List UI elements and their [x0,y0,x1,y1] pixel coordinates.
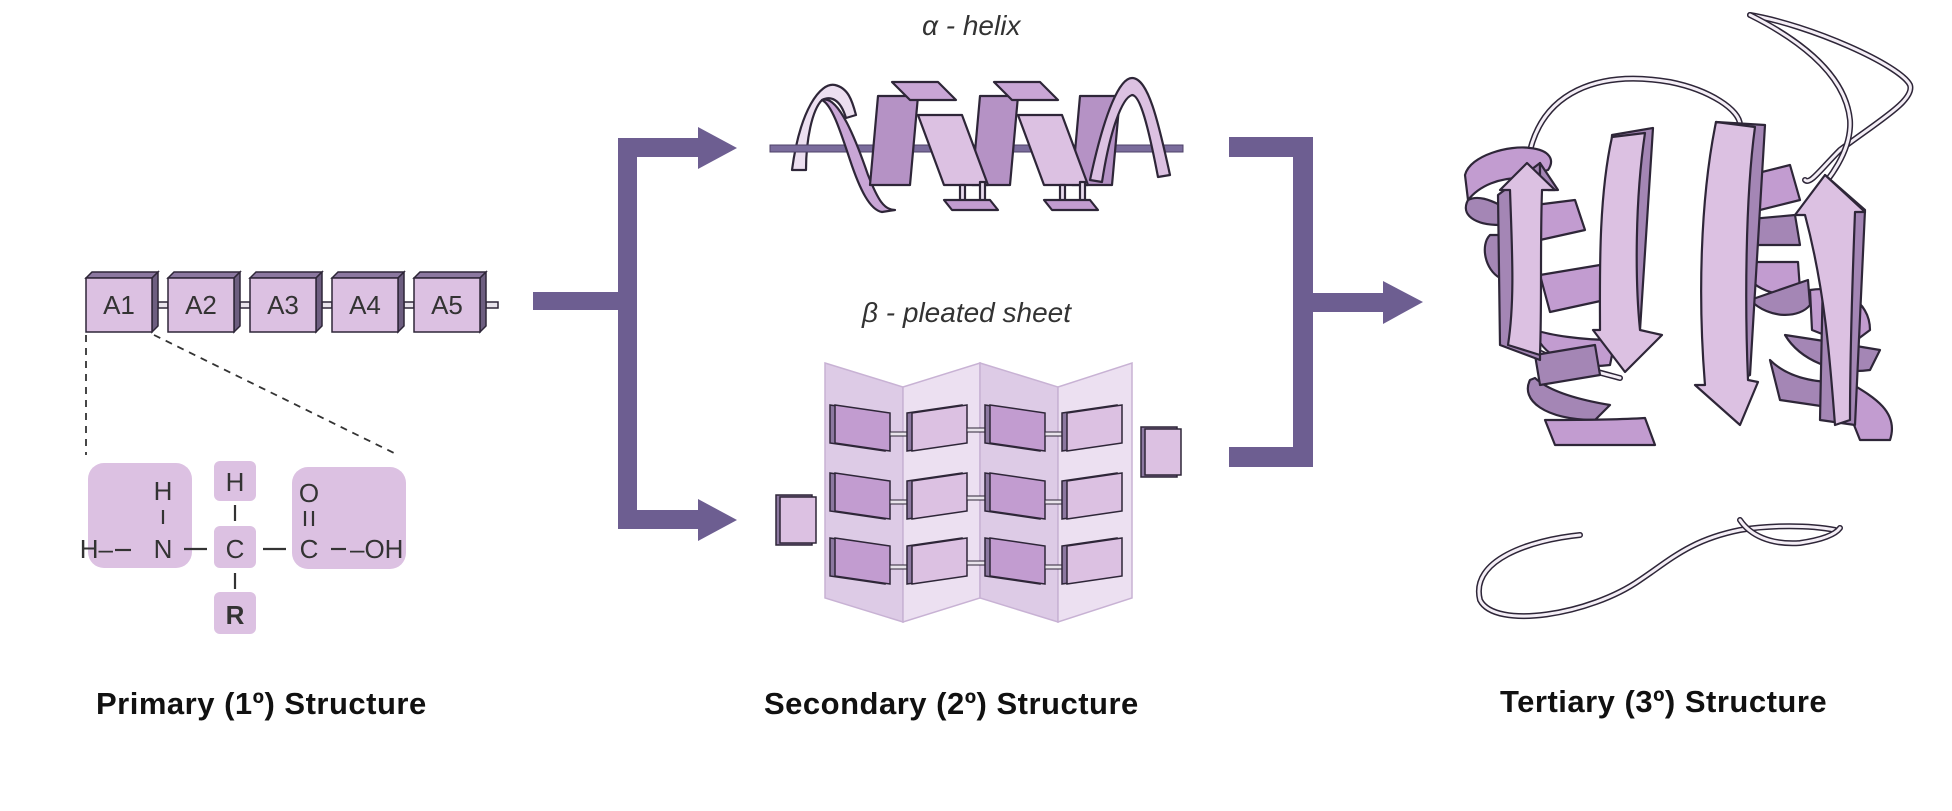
carboxyl-group-box [292,467,406,569]
peptide-bond [485,301,499,309]
sheet-residue-block [984,537,1046,585]
atom-h-amino-left: H– [80,534,114,564]
amino-acid-label: A1 [103,290,135,320]
sheet-residue-block [1061,404,1123,452]
sheet-residue-block [1061,537,1123,585]
amino-acid-detail: H H– N H C R O C –OH [80,461,406,634]
amino-group-box [88,463,192,568]
alpha-helix-illustration [769,76,1184,214]
sheet-residue-block [829,404,891,452]
sheet-connector [1044,499,1063,505]
amino-acid-chain: A1 A2 A3 A4 A5 [84,270,499,334]
amino-acid-block: A3 [248,270,333,334]
sheet-connector [889,564,908,570]
sheet-connector [1044,564,1063,570]
arrow-head-to-sheet [698,499,737,541]
r-group-box [214,592,256,634]
arrow-head-to-helix [698,127,737,169]
amino-acid-label: A4 [349,290,381,320]
branch-arrow-left [533,127,737,541]
sheet-residue-block [906,472,968,520]
sheet-connector [889,499,908,505]
sheet-residue-block [984,472,1046,520]
atom-oh: –OH [350,534,403,564]
beta-sheet-label: β - pleated sheet [862,297,1072,328]
sheet-residues [775,404,1182,585]
alpha-helix-label: α - helix [922,10,1021,41]
alpha-h-box [214,461,256,501]
peptide-bond [321,301,333,309]
peptide-bond [403,301,415,309]
sheet-connector [889,431,908,437]
primary-structure-caption: Primary (1º) Structure [96,686,427,721]
atom-r-group: R [226,600,245,630]
amino-acid-label: A2 [185,290,217,320]
atom-h-amino-top: H [154,476,173,506]
peptide-bond [239,301,251,309]
atom-o: O [299,478,319,508]
sheet-residue-block [906,537,968,585]
atom-c-alpha: C [226,534,245,564]
alpha-c-box [214,526,256,568]
tertiary-structure-illustration [1463,12,1914,620]
amino-acid-label: A3 [267,290,299,320]
sheet-connector [966,560,986,566]
sheet-connector [1044,431,1063,437]
sheet-turn-block-face [779,496,817,544]
sheet-residue-block [829,537,891,585]
beta-pleated-sheet-illustration [775,361,1182,624]
merge-arrow-right [1229,137,1423,467]
tertiary-structure-caption: Tertiary (3º) Structure [1500,684,1828,719]
primary-structure: A1 A2 A3 A4 A5 [80,270,499,634]
atom-c-carboxyl: C [300,534,319,564]
zoom-line-right [153,334,399,456]
sheet-connector [966,427,986,433]
arrow-head-to-tertiary [1383,281,1423,324]
sheet-residue-block [1061,472,1123,520]
amino-acid-block: A2 [166,270,251,334]
amino-acid-block: A4 [330,270,415,334]
sheet-residue-block [984,404,1046,452]
sheet-residue-block [829,472,891,520]
amino-acid-block: A5 [412,270,499,334]
amino-acid-block: A1 [84,270,169,334]
sheet-residue-block [906,404,968,452]
sheet-connector [966,495,986,501]
atom-h-alpha: H [226,467,245,497]
secondary-structure-caption: Secondary (2º) Structure [764,686,1139,721]
peptide-bond [157,301,169,309]
atom-n: N [154,534,173,564]
sheet-turn-block-face [1144,428,1182,476]
amino-acid-label: A5 [431,290,463,320]
